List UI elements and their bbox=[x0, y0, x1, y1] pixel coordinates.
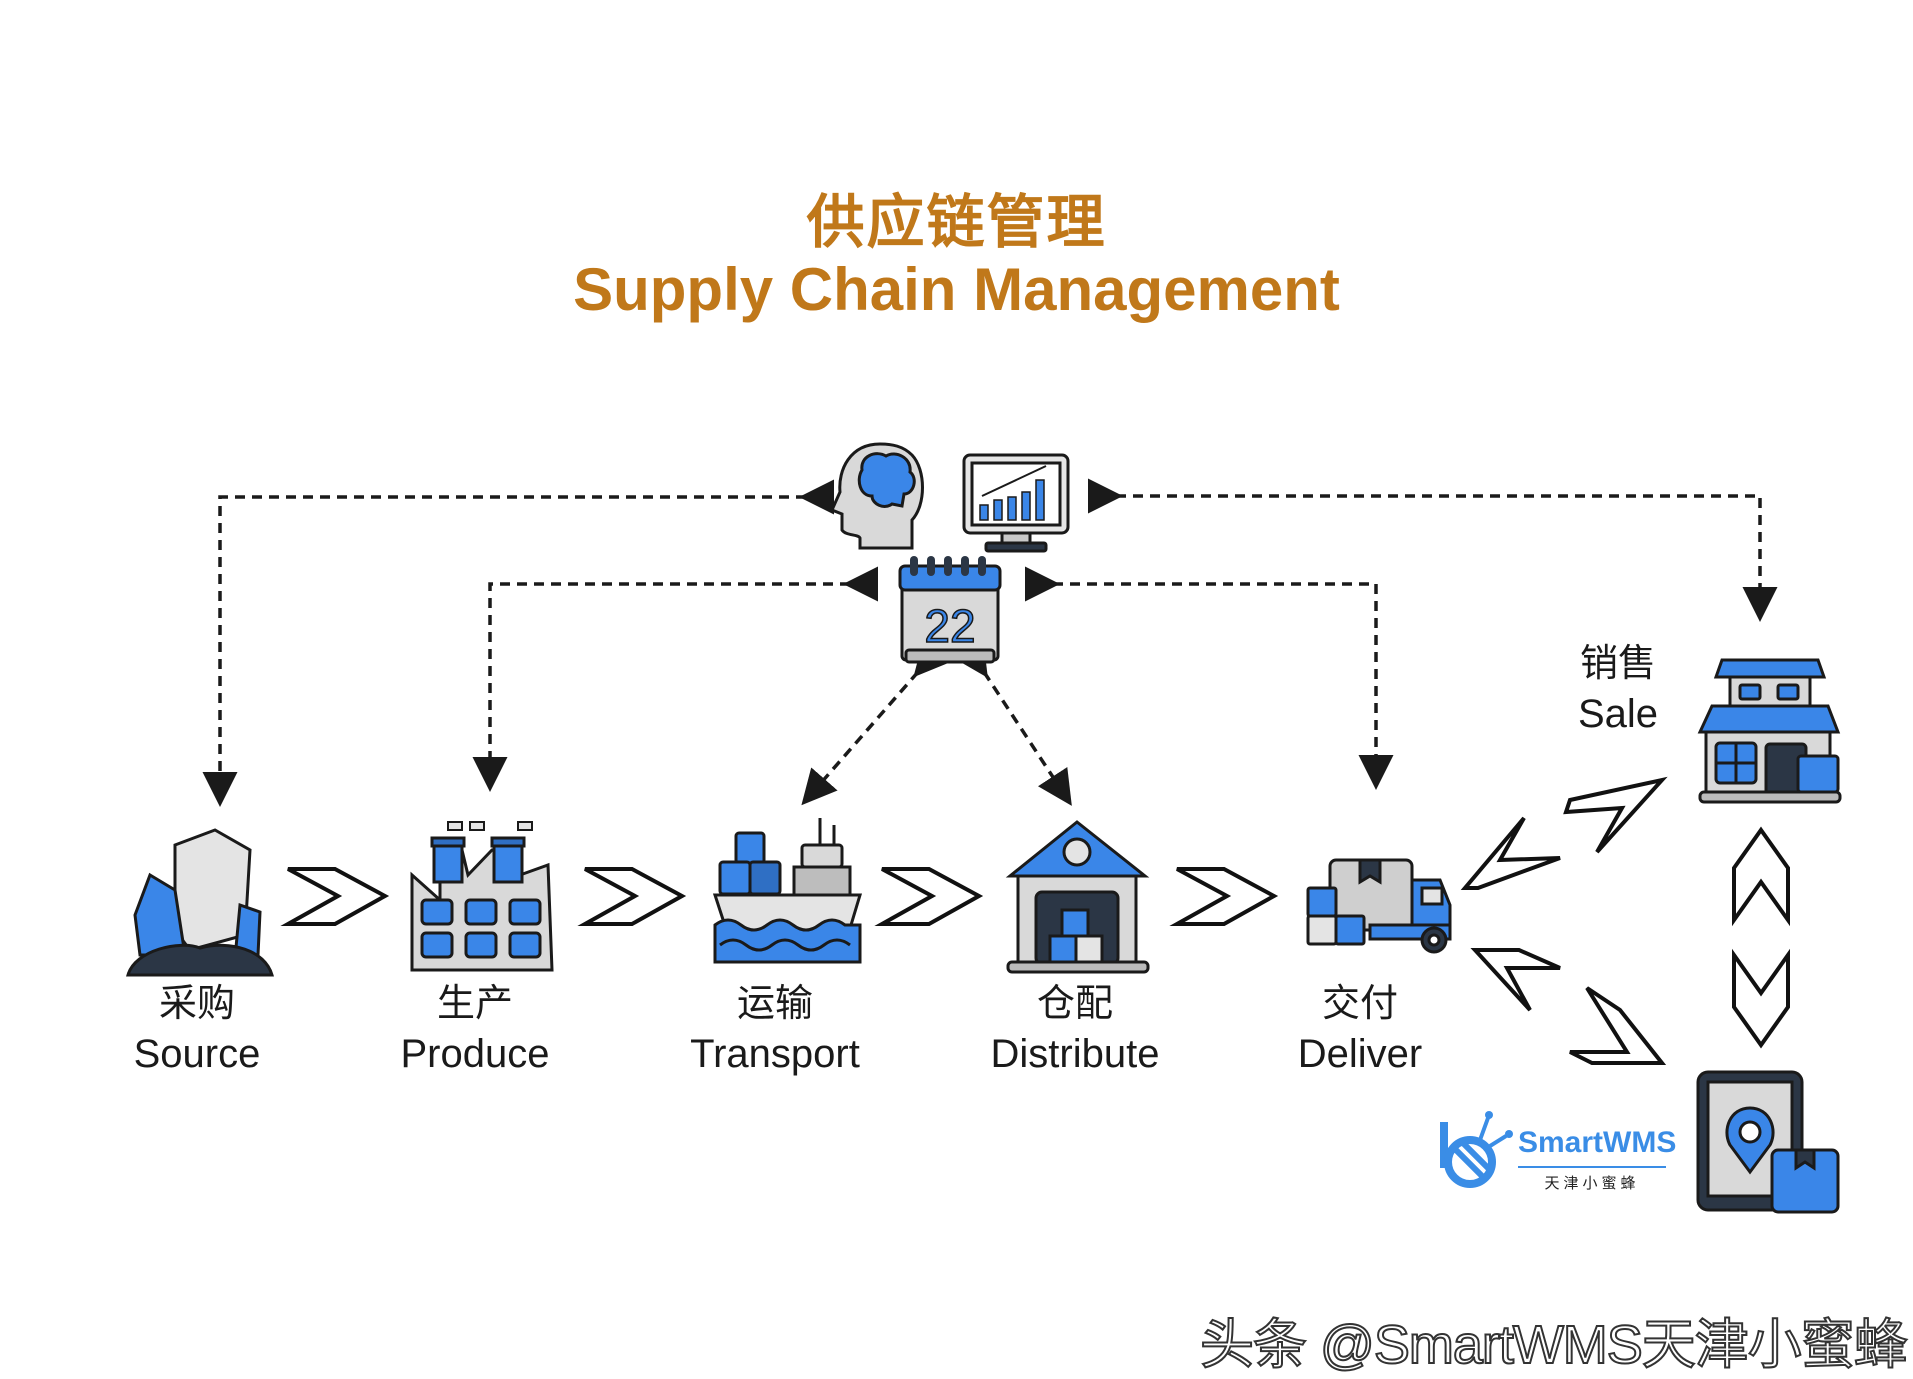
calendar-icon: 22 bbox=[898, 556, 1002, 664]
watermark: 头条 @SmartWMS天津小蜜蜂 bbox=[1199, 1314, 1909, 1376]
crystal-icon bbox=[126, 828, 274, 977]
feedback-link-produce bbox=[472, 566, 878, 792]
flow-chevron-from-tablet bbox=[1470, 948, 1561, 1012]
feedback-link-deliver bbox=[1025, 566, 1394, 790]
flow-chevron-to-sale bbox=[1563, 776, 1668, 854]
stage-label-en: Transport bbox=[690, 1032, 860, 1076]
flow-chevron-from-sale bbox=[1460, 816, 1561, 890]
stage-distribute: 仓配 Distribute bbox=[945, 980, 1205, 1082]
stage-deliver: 交付 Deliver bbox=[1230, 980, 1490, 1082]
calendar-day: 22 bbox=[924, 600, 975, 652]
stage-sale: 销售 Sale bbox=[1488, 640, 1748, 742]
stage-produce: 生产 Produce bbox=[345, 980, 605, 1082]
stage-label-cn: 生产 bbox=[436, 981, 513, 1025]
cargo-ship-icon bbox=[712, 818, 863, 964]
stage-label-cn: 采购 bbox=[158, 981, 235, 1025]
delivery-truck-icon bbox=[1306, 858, 1452, 954]
smartwms-logo-icon bbox=[1440, 1111, 1513, 1188]
stage-transport: 运输 Transport bbox=[645, 980, 905, 1082]
stage-label-en: Sale bbox=[1577, 692, 1659, 736]
feedback-link-distribute bbox=[954, 638, 1072, 806]
stage-label-cn: 交付 bbox=[1321, 981, 1398, 1025]
flow-chevron-up bbox=[1732, 826, 1790, 927]
stage-label-en: Produce bbox=[400, 1032, 550, 1076]
warehouse-icon bbox=[1005, 820, 1150, 974]
monitor-chart-icon bbox=[962, 453, 1070, 553]
flow-chevron bbox=[1169, 867, 1279, 926]
title-chinese: 供应链管理 bbox=[806, 188, 1107, 256]
flow-chevron bbox=[280, 867, 390, 926]
flow-chevron-down bbox=[1732, 948, 1790, 1049]
feedback-link-sale bbox=[1088, 478, 1778, 622]
brain-head-icon bbox=[829, 442, 924, 550]
feedback-link-source bbox=[202, 479, 834, 807]
store-icon bbox=[1697, 658, 1842, 804]
tablet-location-icon bbox=[1696, 1070, 1840, 1214]
stage-label-cn: 仓配 bbox=[1036, 981, 1113, 1025]
stage-source: 采购 Source bbox=[67, 980, 327, 1082]
logo-name: SmartWMS bbox=[1518, 1126, 1677, 1159]
flow-chevron bbox=[577, 867, 687, 926]
stage-label-cn: 运输 bbox=[736, 981, 813, 1025]
title-english: Supply Chain Management bbox=[573, 256, 1340, 323]
stage-label-cn: 销售 bbox=[1579, 641, 1656, 685]
stage-label-en: Deliver bbox=[1297, 1032, 1423, 1076]
factory-icon bbox=[410, 821, 554, 972]
flow-chevron-to-tablet bbox=[1569, 986, 1667, 1065]
stage-label-en: Source bbox=[133, 1032, 261, 1076]
feedback-link-transport bbox=[801, 639, 950, 806]
flow-chevron bbox=[874, 867, 984, 926]
stage-label-en: Distribute bbox=[990, 1032, 1160, 1076]
logo-subtitle: 天津小蜜蜂 bbox=[1518, 1166, 1666, 1193]
